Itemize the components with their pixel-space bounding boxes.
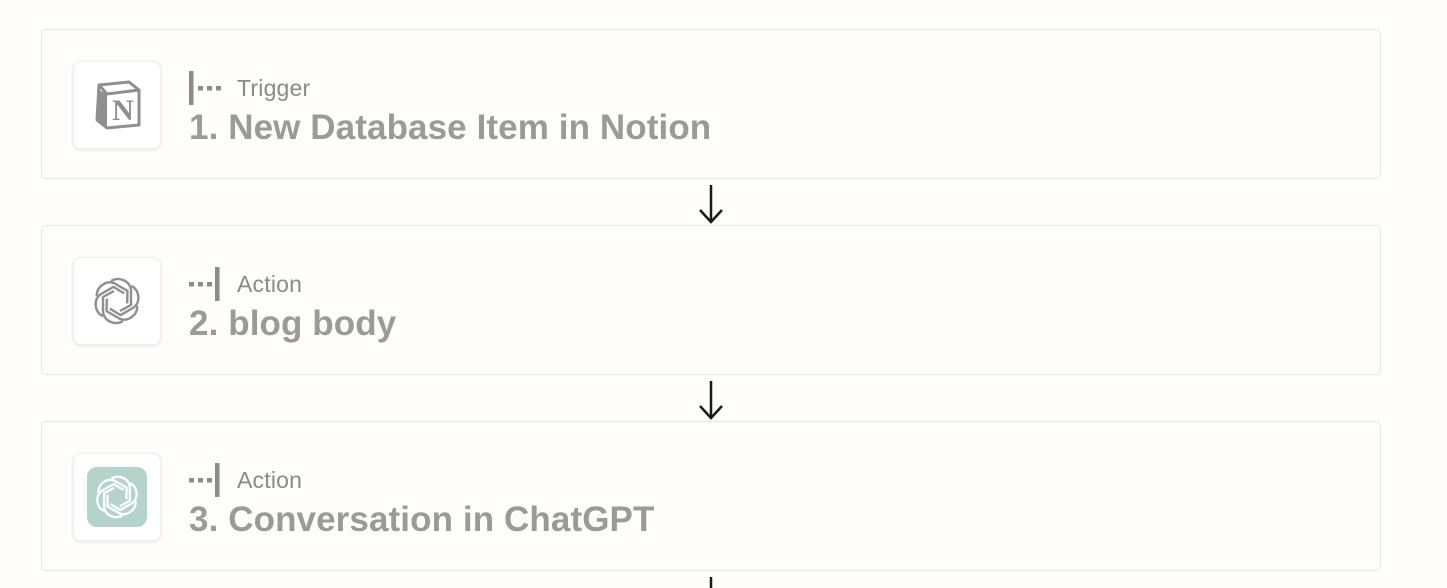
down-arrow-icon	[699, 185, 723, 224]
notion-icon: N	[95, 80, 141, 130]
step-type-row: Action	[189, 462, 302, 498]
step-title[interactable]: 2. blog body	[189, 304, 397, 343]
step-title[interactable]: 1. New Database Item in Notion	[189, 108, 712, 147]
down-arrow-icon	[709, 577, 713, 588]
openai-icon	[94, 277, 140, 325]
step-type-row: Trigger	[189, 70, 310, 106]
svg-text:N: N	[112, 94, 134, 127]
step-type-label: Action	[237, 466, 303, 493]
app-tile-notion: N	[73, 61, 161, 149]
step-type-row: Action	[189, 266, 302, 302]
action-icon	[189, 463, 220, 497]
trigger-icon	[189, 71, 221, 105]
chatgpt-icon	[87, 467, 147, 527]
step-card-trigger[interactable]: N Trigger 1. New Database Item in Notion	[41, 29, 1381, 179]
step-title[interactable]: 3. Conversation in ChatGPT	[189, 500, 655, 539]
step-type-label: Trigger	[237, 74, 311, 101]
step-type-label: Action	[237, 270, 303, 297]
step-card-action-chatgpt[interactable]: Action 3. Conversation in ChatGPT	[41, 421, 1381, 571]
step-card-action-blog-body[interactable]: Action 2. blog body	[41, 225, 1381, 375]
app-tile-openai	[73, 257, 161, 345]
app-tile-chatgpt	[73, 453, 161, 541]
action-icon	[189, 267, 220, 301]
down-arrow-icon	[699, 381, 723, 420]
